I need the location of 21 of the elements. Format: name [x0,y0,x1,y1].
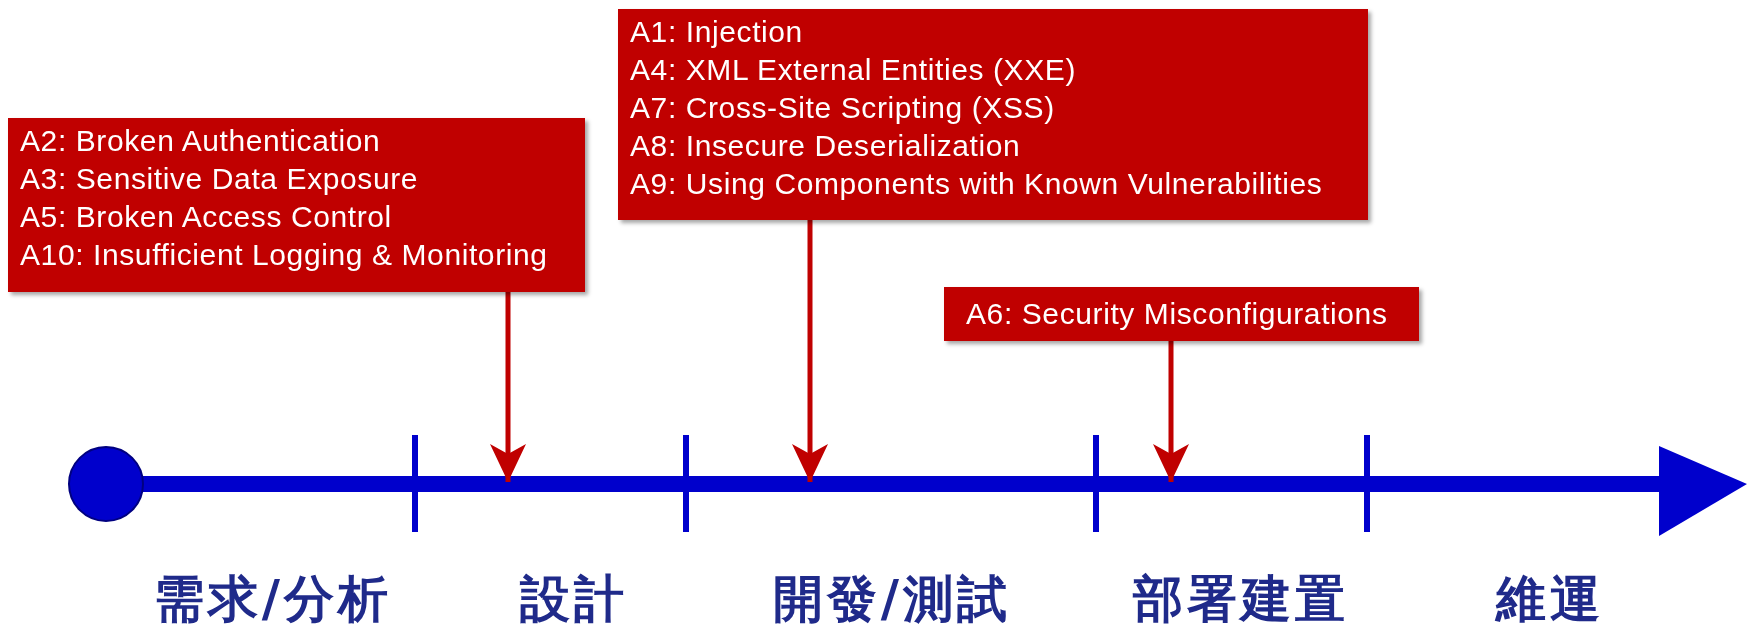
text-line: A6: Security Misconfigurations [966,296,1389,332]
text-line: A7: Cross-Site Scripting (XSS) [630,90,1056,126]
text-line: A4: XML External Entities (XXE) [630,52,1077,88]
phase-label: 需求/分析 [153,572,393,626]
phase-label: 部署建置 [1133,572,1349,626]
arrow [792,220,828,482]
text-line: A10: Insufficient Logging & Monitoring [20,237,549,273]
text-box [618,9,1368,220]
text-line: A5: Broken Access Control [20,199,393,235]
phase-label: 設計 [520,572,628,626]
text-line: A1: Injection [630,14,804,50]
arrow [1153,341,1189,482]
phase-label: 開發/測試 [772,572,1012,626]
text-line: A9: Using Components with Known Vulnerabilities [630,166,1324,202]
text-line: A2: Broken Authentication [20,123,382,159]
arrow [490,292,526,482]
text-line: A8: Insecure Deserialization [630,128,1022,164]
text-box [944,287,1419,341]
phase-label: 維運 [1496,572,1604,626]
text-line: A3: Sensitive Data Exposure [20,161,420,197]
text-box [8,118,585,292]
